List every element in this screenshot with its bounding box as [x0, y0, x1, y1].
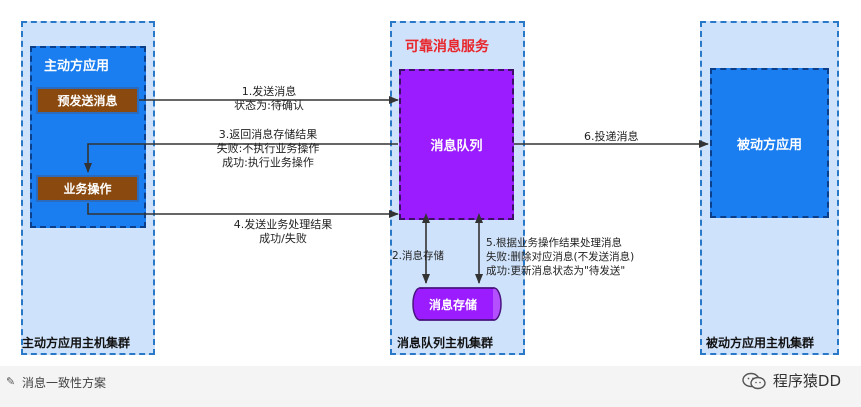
- step5-label: 5.根据业务操作结果处理消息 失败:删除对应消息(不发送消息) 成功:更新消息状…: [486, 236, 634, 278]
- passive-host-cluster-label: 被动方应用主机集群: [706, 336, 815, 350]
- step1-label-line2: 状态为:待确认: [234, 99, 304, 112]
- pencil-icon: ✎: [6, 375, 16, 388]
- step4-label-line1: 4.发送业务处理结果: [233, 218, 333, 231]
- passive-app-title: 被动方应用: [736, 137, 802, 153]
- step5-label-line3: 成功:更新消息状态为"待发送": [486, 265, 626, 277]
- message-storage-label: 消息存储: [428, 298, 477, 312]
- step2-label: 2.消息存储: [392, 250, 445, 262]
- pre-send-message-button[interactable]: 预发送消息: [36, 87, 139, 114]
- step4-arrow: [87, 203, 399, 218]
- message-queue-box[interactable]: 消息队列: [399, 69, 514, 220]
- caption-text: 消息一致性方案: [22, 376, 107, 390]
- message-queue-label: 消息队列: [430, 139, 483, 154]
- step5-label-line1: 5.根据业务操作结果处理消息: [486, 237, 623, 249]
- watermark: 程序猿DD: [741, 370, 841, 391]
- step3-label-line3: 成功:执行业务操作: [222, 156, 314, 169]
- step1-label: 1.发送消息 状态为:待确认: [214, 85, 324, 113]
- step4-label-line2: 成功/失败: [259, 232, 307, 245]
- step3-arrow: [84, 143, 398, 173]
- watermark-text: 程序猿DD: [772, 372, 841, 390]
- step3-label-line1: 3.返回消息存储结果: [218, 128, 318, 141]
- step3-label-line2: 失败:不执行业务操作: [216, 142, 320, 155]
- step4-label: 4.发送业务处理结果 成功/失败: [218, 218, 348, 246]
- step5-label-line2: 失败:删除对应消息(不发送消息): [486, 251, 635, 263]
- caption-bar: ✎ 消息一致性方案 程序猿DD: [0, 366, 861, 407]
- wechat-icon: [742, 372, 766, 389]
- message-storage-cylinder: [412, 287, 502, 321]
- active-host-cluster-label: 主动方应用主机集群: [22, 336, 131, 350]
- step3-label: 3.返回消息存储结果 失败:不执行业务操作 成功:执行业务操作: [200, 128, 336, 170]
- active-app-title: 主动方应用: [44, 59, 110, 74]
- step6-label: 6.投递消息: [584, 130, 639, 143]
- passive-app-box[interactable]: 被动方应用: [710, 68, 829, 218]
- step1-label-line1: 1.发送消息: [241, 85, 297, 98]
- mq-host-cluster-label: 消息队列主机集群: [397, 336, 494, 350]
- business-operation-button[interactable]: 业务操作: [36, 175, 139, 202]
- reliable-service-title: 可靠消息服务: [405, 39, 489, 55]
